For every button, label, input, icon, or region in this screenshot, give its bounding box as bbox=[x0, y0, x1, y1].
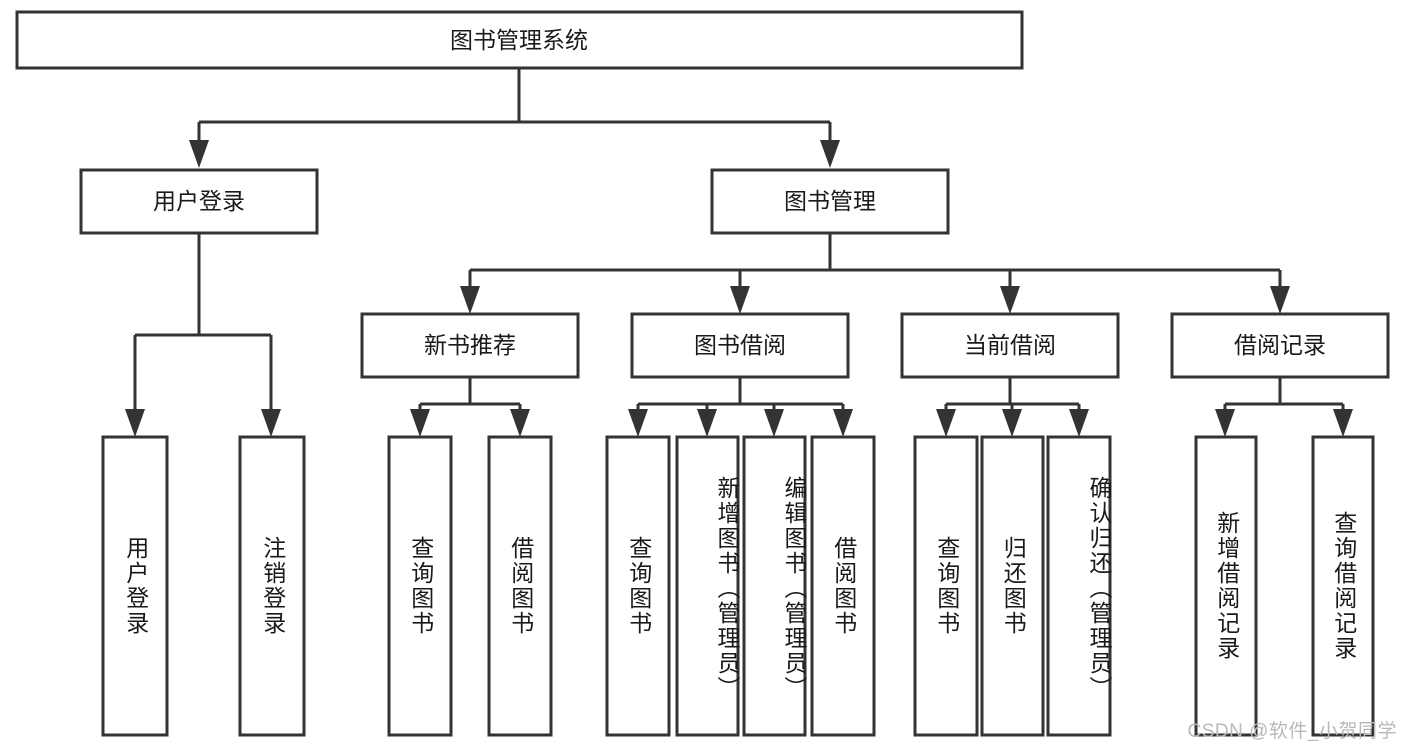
node-root-box[interactable] bbox=[15, 10, 1024, 70]
connector-group-user-login bbox=[125, 233, 281, 437]
leaf-box-add-book[interactable] bbox=[675, 435, 740, 737]
arrow-head-leaf-query-book-1 bbox=[410, 409, 430, 437]
node-current-borrow-box[interactable] bbox=[900, 312, 1120, 379]
leaf-box-logout-login[interactable] bbox=[238, 435, 306, 737]
arrow-head-leaf-add-record bbox=[1215, 409, 1235, 437]
connector-group-root bbox=[189, 68, 840, 168]
arrow-head-leaf-query-book-3 bbox=[936, 409, 956, 437]
leaf-box-return-book[interactable] bbox=[980, 435, 1045, 737]
leaf-box-query-book-1[interactable] bbox=[387, 435, 453, 737]
arrow-head-leaf-query-book-2 bbox=[628, 409, 648, 437]
connector-group-current-borrow bbox=[936, 377, 1089, 437]
leaf-box-confirm-return[interactable] bbox=[1046, 435, 1112, 737]
node-book-borrow-box[interactable] bbox=[630, 312, 850, 379]
node-root-label: 图书管理系统 bbox=[450, 27, 588, 53]
node-borrow-record[interactable]: 借阅记录 bbox=[1170, 312, 1390, 379]
node-new-book-recommend-box[interactable] bbox=[360, 312, 580, 379]
connector-group-book-manage bbox=[460, 233, 1290, 314]
arrow-head-book-borrow bbox=[730, 286, 750, 314]
leaf-box-query-book-3[interactable] bbox=[913, 435, 979, 737]
arrow-head-leaf-logout-login bbox=[261, 409, 281, 437]
node-book-borrow-label: 图书借阅 bbox=[694, 332, 786, 358]
arrow-head-borrow-record bbox=[1270, 286, 1290, 314]
node-root[interactable]: 图书管理系统 bbox=[15, 10, 1024, 70]
node-book-borrow[interactable]: 图书借阅 bbox=[630, 312, 850, 379]
leaf-box-edit-book[interactable] bbox=[742, 435, 807, 737]
node-book-manage-box[interactable] bbox=[710, 168, 950, 235]
node-current-borrow[interactable]: 当前借阅 bbox=[900, 312, 1120, 379]
node-current-borrow-label: 当前借阅 bbox=[964, 332, 1056, 358]
leaf-box-query-book-2[interactable] bbox=[605, 435, 671, 737]
node-borrow-record-box[interactable] bbox=[1170, 312, 1390, 379]
arrow-head-leaf-borrow-book-2 bbox=[833, 409, 853, 437]
connector-group-borrow-record bbox=[1215, 377, 1353, 437]
leaf-box-add-record[interactable] bbox=[1194, 435, 1258, 737]
arrow-head-book-manage bbox=[820, 140, 840, 168]
connector-group-book-borrow bbox=[628, 377, 853, 437]
arrow-head-leaf-borrow-book-1 bbox=[510, 409, 530, 437]
leaf-box-query-record[interactable] bbox=[1311, 435, 1375, 737]
arrow-head-leaf-query-record bbox=[1333, 409, 1353, 437]
arrow-head-leaf-user-login bbox=[125, 409, 145, 437]
leaf-box-user-login[interactable] bbox=[101, 435, 169, 737]
connector-group-new-book-recommend bbox=[410, 377, 530, 437]
node-new-book-recommend-label: 新书推荐 bbox=[424, 332, 516, 358]
arrow-head-new-book-recommend bbox=[460, 286, 480, 314]
leaf-boxes bbox=[101, 435, 1375, 737]
node-book-manage[interactable]: 图书管理 bbox=[710, 168, 950, 235]
node-borrow-record-label: 借阅记录 bbox=[1234, 332, 1326, 358]
node-user-login[interactable]: 用户登录 bbox=[79, 168, 319, 235]
node-book-manage-label: 图书管理 bbox=[784, 188, 876, 214]
leaf-box-borrow-book-1[interactable] bbox=[487, 435, 553, 737]
watermark-label: CSDN @软件_小贺同学 bbox=[1187, 721, 1397, 742]
arrow-head-current-borrow bbox=[1000, 286, 1020, 314]
node-user-login-label: 用户登录 bbox=[153, 188, 245, 214]
arrow-head-leaf-edit-book bbox=[764, 409, 784, 437]
node-new-book-recommend[interactable]: 新书推荐 bbox=[360, 312, 580, 379]
arrow-head-leaf-return-book bbox=[1002, 409, 1022, 437]
node-user-login-box[interactable] bbox=[79, 168, 319, 235]
arrow-head-user-login bbox=[189, 140, 209, 168]
leaf-box-borrow-book-2[interactable] bbox=[810, 435, 876, 737]
arrow-head-leaf-confirm-return bbox=[1069, 409, 1089, 437]
arrow-head-leaf-add-book bbox=[697, 409, 717, 437]
